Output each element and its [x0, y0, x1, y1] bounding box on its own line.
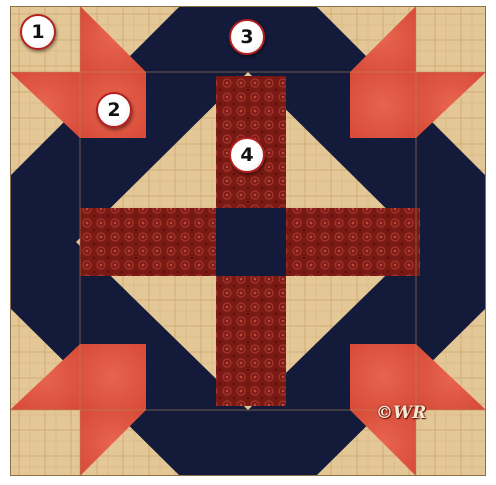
number-badge-1: 1 — [20, 14, 56, 50]
cross-center-square — [216, 208, 286, 276]
number-badge-2: 2 — [96, 92, 132, 128]
copyright-watermark: ©WR — [376, 403, 426, 423]
number-badge-3: 3 — [229, 19, 265, 55]
number-badge-4: 4 — [229, 137, 265, 173]
